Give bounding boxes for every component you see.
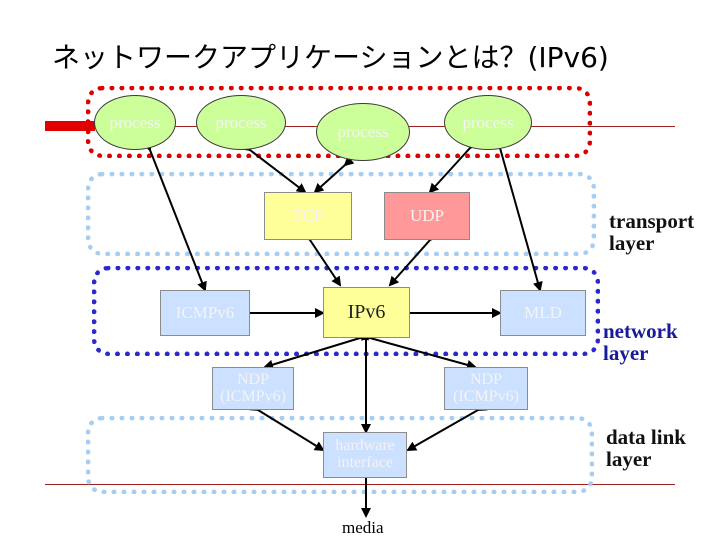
ndp-right-line1: NDP xyxy=(469,370,502,388)
datalink-label-line2: layer xyxy=(606,447,652,472)
ndp-left-line1: NDP xyxy=(236,370,269,388)
hardware-line1: hardware xyxy=(335,437,395,455)
arrow-process4-udp xyxy=(428,138,480,194)
datalink-layer-band xyxy=(86,416,594,494)
arrow-ndp-left-hardware xyxy=(248,401,325,452)
mld-box: MLD xyxy=(500,290,586,336)
media-label: media xyxy=(342,518,384,537)
arrow-ipv6-ndp-left xyxy=(263,330,370,370)
arrow-udp-ipv6 xyxy=(388,230,440,287)
datalink-layer-label: data link layer xyxy=(606,426,686,470)
ipv6-box: IPv6 xyxy=(323,287,410,338)
arrow-process4-mld xyxy=(493,138,543,292)
udp-box: UDP xyxy=(384,192,470,240)
network-layer-label: network layer xyxy=(603,320,678,364)
ndp-left-line2: (ICMPv6) xyxy=(220,387,286,405)
transport-label-line1: transport xyxy=(609,209,695,233)
ndp-right-box: NDP (ICMPv6) xyxy=(444,367,528,410)
hardware-line2: interface xyxy=(337,454,393,471)
icmpv6-box: ICMPv6 xyxy=(160,290,250,336)
network-label-line1: network xyxy=(603,319,678,343)
process-node: process xyxy=(316,103,410,161)
bottom-line xyxy=(45,484,675,485)
datalink-label-line1: data link xyxy=(606,425,686,449)
process-node: process xyxy=(444,95,532,150)
arrow-ndp-right-hardware xyxy=(406,401,488,451)
page-title: ネットワークアプリケーションとは？(IPv6) xyxy=(52,41,609,74)
arrow-tcp-ipv6 xyxy=(301,230,342,287)
ndp-left-box: NDP (ICMPv6) xyxy=(212,367,294,410)
arrow-process2-tcp xyxy=(240,141,307,194)
arrow-process1-icmpv6 xyxy=(142,140,207,292)
hardware-interface-box: hardware interface xyxy=(323,432,407,478)
ndp-right-line2: (ICMPv6) xyxy=(453,387,519,405)
tcp-box: TCP xyxy=(264,192,352,240)
transport-label-line2: layer xyxy=(609,231,655,256)
transport-layer-label: transport layer xyxy=(609,210,694,254)
arrow-process3-tcp xyxy=(313,155,355,194)
application-bar xyxy=(45,121,95,131)
process-node: process xyxy=(196,95,286,150)
process-node: process xyxy=(94,95,176,150)
network-label-line2: layer xyxy=(603,341,649,366)
arrow-ipv6-ndp-right xyxy=(360,331,477,370)
